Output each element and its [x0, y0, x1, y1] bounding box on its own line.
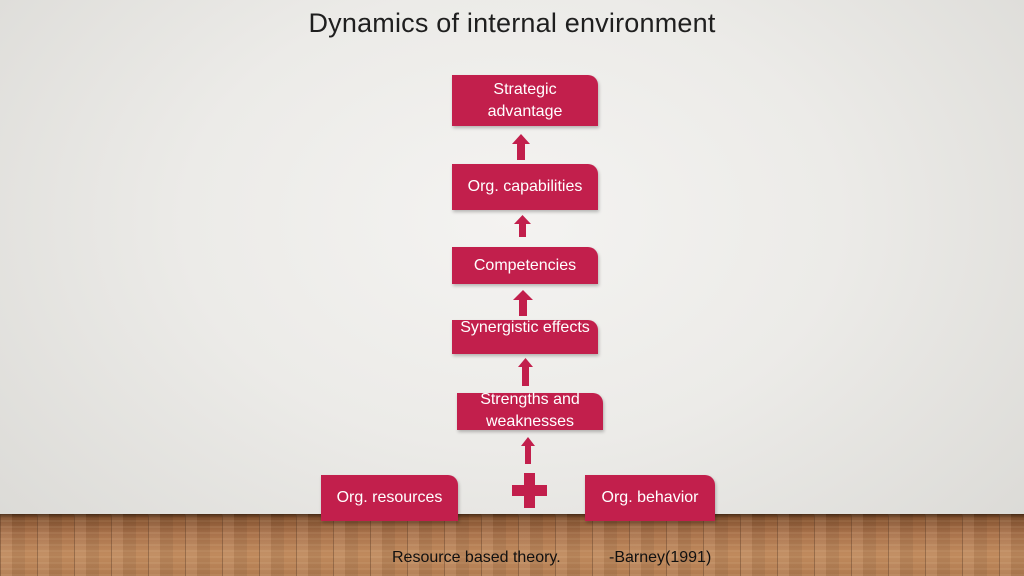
up-arrow-icon — [512, 134, 530, 160]
node-synergistic-effects: Synergistic effects — [452, 319, 598, 354]
node-org-resources: Org. resources — [321, 475, 458, 521]
up-arrow-icon — [521, 437, 535, 464]
plus-icon — [512, 473, 547, 508]
up-arrow-icon — [514, 215, 531, 237]
page-title: Dynamics of internal environment — [308, 8, 716, 38]
node-strategic-advantage-label: Strategic advantage — [487, 80, 563, 120]
node-competencies-label: Competencies — [473, 256, 577, 274]
node-competencies: Competencies — [452, 247, 598, 284]
node-org-resources-label: Org. resources — [336, 489, 443, 506]
wood-floor — [0, 514, 1024, 576]
up-arrow-icon — [513, 290, 533, 316]
node-synergistic-effects-label: Synergistic effects — [460, 319, 590, 336]
node-org-behavior: Org. behavior — [585, 475, 715, 521]
node-org-behavior-label: Org. behavior — [601, 489, 699, 506]
node-org-capabilities-label: Org. capabilities — [467, 178, 583, 195]
node-org-capabilities: Org. capabilities — [452, 164, 598, 210]
node-strengths-and-weaknesses: Strengths and weaknesses — [457, 391, 603, 430]
up-arrow-icon — [518, 358, 533, 386]
node-strengths-and-weaknesses-label: Strengths and weaknesses — [480, 391, 580, 430]
footer-citation: -Barney(1991) — [609, 549, 712, 566]
node-strategic-advantage: Strategic advantage — [452, 75, 598, 126]
footer-theory: Resource based theory. — [392, 549, 561, 566]
